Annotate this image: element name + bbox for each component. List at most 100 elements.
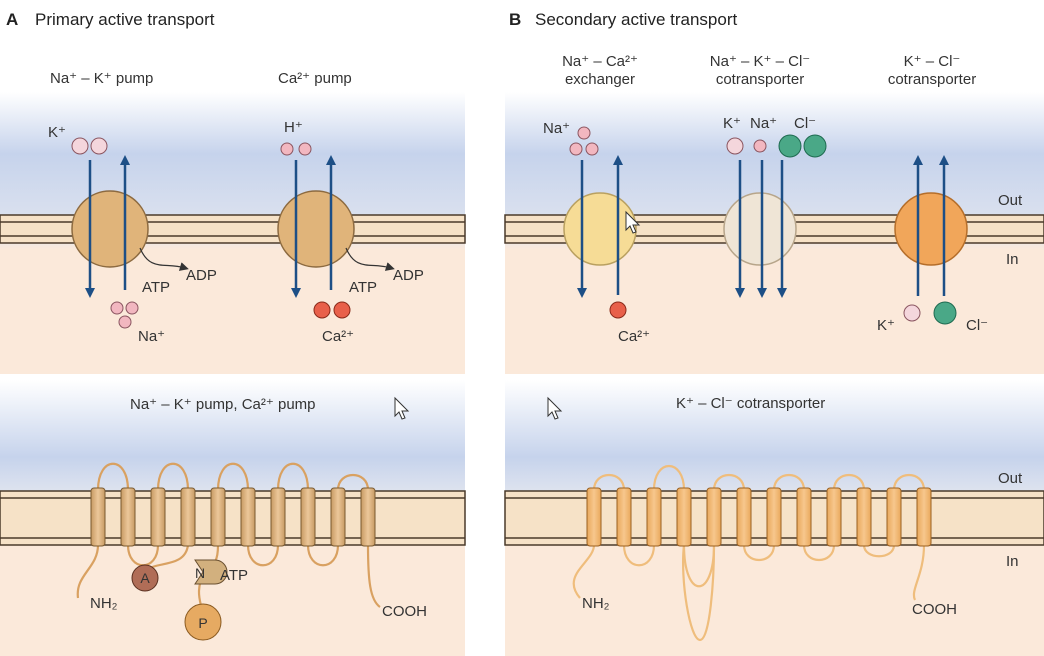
out-label-bottom: Out (998, 470, 1023, 487)
n-domain (194, 559, 228, 585)
nh2-label-a: NH₂ (90, 595, 118, 612)
k-ion (71, 137, 89, 155)
helix-8 (796, 487, 812, 547)
ca-ion (333, 301, 351, 319)
na-k-pump-label: Na⁺ – K⁺ pump (50, 70, 153, 87)
helix-7 (766, 487, 782, 547)
helix-1 (90, 487, 106, 547)
helix-10 (856, 487, 872, 547)
helix-5 (706, 487, 722, 547)
kcc-cotransporter: K⁺ Cl⁻ (877, 155, 988, 334)
kcc-protein (894, 192, 968, 266)
na-k-pump: K⁺ ATP ADP Na⁺ (48, 124, 217, 345)
helices-b (586, 487, 932, 547)
helix-3 (646, 487, 662, 547)
na-ion (118, 315, 132, 329)
helix-4 (180, 487, 196, 547)
nkcc-protein (723, 192, 797, 266)
ion-label-na: Na⁺ (543, 120, 570, 137)
ca-ion (609, 301, 627, 319)
exchanger-label-1: Na⁺ – Ca²⁺ (562, 53, 638, 70)
helix-8 (300, 487, 316, 547)
ion-label-na: Na⁺ (750, 115, 777, 132)
panel-a-letter: A (6, 10, 18, 29)
topology-b: NH₂ COOH (572, 464, 957, 642)
ca-pump: H⁺ ATP ADP Ca²⁺ (277, 119, 424, 345)
cl-ion (933, 301, 957, 325)
helix-4 (676, 487, 692, 547)
k-ion (90, 137, 108, 155)
helix-11 (886, 487, 902, 547)
cl-ion (778, 134, 802, 158)
na-ion (753, 139, 767, 153)
ca-pump-label: Ca²⁺ pump (278, 70, 352, 87)
ion-label-h: H⁺ (284, 119, 303, 136)
p-domain (184, 603, 222, 641)
helix-9 (826, 487, 842, 547)
panel-a-title: Primary active transport (35, 10, 215, 29)
nh2-label-b: NH₂ (582, 595, 610, 612)
ion-label-k: K⁺ (723, 115, 741, 132)
nkcc-label-2: cotransporter (716, 71, 804, 88)
ion-label-k: K⁺ (48, 124, 66, 141)
topology-b-backbone (572, 464, 926, 601)
atp-label: ATP (349, 279, 377, 296)
topology-a: A N ATP P NH₂ COOH (76, 462, 427, 641)
na-ion (569, 142, 583, 156)
kcc-label-2: cotransporter (888, 71, 976, 88)
helix-9 (330, 487, 346, 547)
panel-b-letter: B (509, 10, 521, 29)
na-ca-exchanger: Na⁺ Ca²⁺ (543, 120, 650, 345)
adp-label: ADP (186, 267, 217, 284)
topology-b-title: K⁺ – Cl⁻ cotransporter (676, 395, 825, 412)
nkcc-label-1: Na⁺ – K⁺ – Cl⁻ (710, 53, 810, 70)
helix-12 (916, 487, 932, 547)
k-ion (726, 137, 744, 155)
exchanger-protein (563, 192, 637, 266)
mouse-cursor-icon (625, 210, 641, 234)
helix-5 (210, 487, 226, 547)
helix-7 (270, 487, 286, 547)
atp-adp-arrow (345, 247, 395, 271)
na-ion (125, 301, 139, 315)
out-label: Out (998, 192, 1023, 209)
helix-10 (360, 487, 376, 547)
na-ion (110, 301, 124, 315)
n-domain-atp: ATP (220, 567, 248, 584)
na-ion (577, 126, 591, 140)
na-k-pump-protein (71, 190, 149, 268)
in-label: In (1006, 251, 1019, 268)
a-domain (131, 564, 159, 592)
nkcc-cotransporter: K⁺ Na⁺ Cl⁻ (723, 115, 827, 298)
cl-ion (803, 134, 827, 158)
helices-a (90, 487, 376, 547)
adp-label: ADP (393, 267, 424, 284)
cooh-label-b: COOH (912, 601, 957, 618)
p-domain-label: P (198, 615, 207, 631)
ion-label-na: Na⁺ (138, 328, 165, 345)
panel-b-title: Secondary active transport (535, 10, 737, 29)
ca-pump-protein (277, 190, 355, 268)
ion-label-ca: Ca²⁺ (322, 328, 354, 345)
exchanger-label-2: exchanger (565, 71, 635, 88)
helix-1 (586, 487, 602, 547)
kcc-label-1: K⁺ – Cl⁻ (904, 53, 961, 70)
helix-6 (240, 487, 256, 547)
helix-6 (736, 487, 752, 547)
long-intracellular-loop (682, 544, 716, 642)
topology-a-title: Na⁺ – K⁺ pump, Ca²⁺ pump (130, 396, 316, 413)
ion-label-k: K⁺ (877, 317, 895, 334)
atp-adp-arrow (139, 247, 189, 271)
a-domain-label: A (140, 570, 150, 586)
ion-label-cl: Cl⁻ (794, 115, 816, 132)
ca-ion (313, 301, 331, 319)
in-label-bottom: In (1006, 553, 1019, 570)
h-ion (280, 142, 294, 156)
cooh-label-a: COOH (382, 603, 427, 620)
membrane-bottom-a (0, 490, 466, 546)
mouse-cursor-icon (547, 396, 563, 420)
ion-label-ca: Ca²⁺ (618, 328, 650, 345)
h-ion (298, 142, 312, 156)
helix-2 (120, 487, 136, 547)
